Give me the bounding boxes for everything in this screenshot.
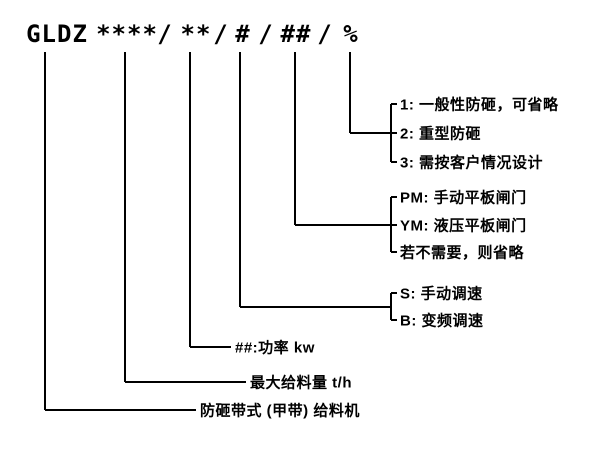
label-speed-b: B: 变频调速 [400, 312, 484, 330]
field-gate-mask: ## [280, 20, 312, 48]
label-gate-ym: YM: 液压平板闸门 [400, 217, 527, 235]
label-impact-option-3: 3: 需按客户情况设计 [400, 154, 544, 172]
field-power-mask: ** [180, 20, 212, 48]
model-code: GLDZ [26, 20, 88, 48]
field-speed-mask: # [235, 20, 251, 48]
separator-slash: / [317, 20, 333, 48]
label-gate-pm: PM: 手动平板闸门 [400, 189, 527, 207]
label-gate-none: 若不需要，则省略 [400, 244, 525, 262]
separator-slash: / [157, 20, 173, 48]
label-impact-option-1: 1: 一般性防砸，可省略 [400, 96, 559, 114]
field-impact-mask: % [343, 20, 359, 48]
separator-slash: / [258, 20, 274, 48]
label-capacity: 最大给料量 t/h [250, 374, 352, 392]
label-impact-option-2: 2: 重型防砸 [400, 125, 482, 143]
separator-slash: / [213, 20, 229, 48]
label-power: ##:功率 kw [235, 339, 315, 357]
label-machine-name: 防砸带式 (甲带) 给料机 [200, 402, 360, 420]
label-speed-s: S: 手动调速 [400, 285, 483, 303]
field-capacity-mask: **** [96, 20, 158, 48]
